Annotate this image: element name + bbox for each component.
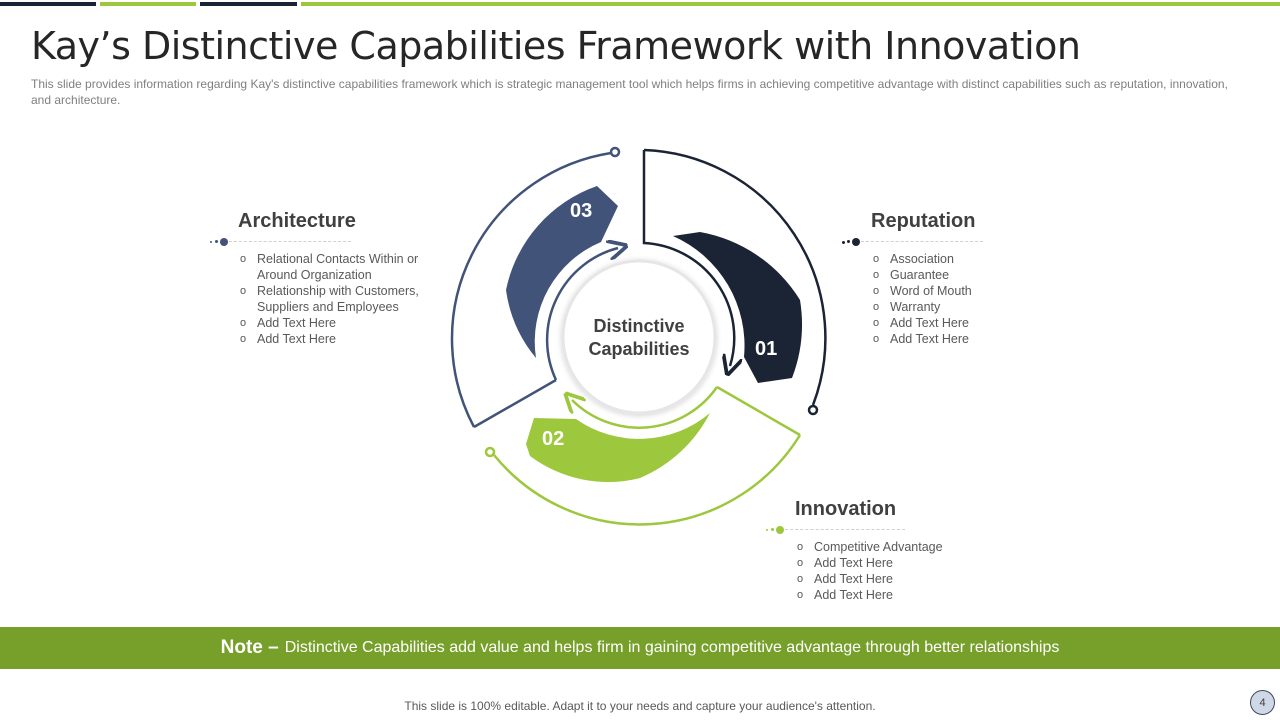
reputation-item: Association [871,251,1002,267]
innovation-list: Competitive Advantage Add Text Here Add … [795,539,966,603]
architecture-item: Add Text Here [238,315,440,331]
page-number-badge: 4 [1250,690,1275,715]
note-label: Note – [220,637,279,658]
segment-02-outline [484,385,802,526]
segment-01-number: 01 [755,338,778,360]
segment-03-outline [450,146,619,429]
reputation-connector [842,237,1002,247]
segment-03-number: 03 [570,200,593,222]
reputation-item: Guarantee [871,267,1002,283]
center-label-line2: Capabilities [588,339,690,359]
center-label-line1: Distinctive [593,316,685,336]
reputation-item: Word of Mouth [871,283,1002,299]
center-circle [561,259,717,415]
innovation-item: Competitive Advantage [795,539,966,555]
reputation-list: Association Guarantee Word of Mouth Warr… [871,251,1002,347]
innovation-bullet-dot-icon [776,526,784,534]
innovation-title: Innovation [795,498,897,520]
innovation-item: Add Text Here [795,555,966,571]
reputation-item: Add Text Here [871,331,1002,347]
top-accent-bar-3 [200,2,297,6]
page-title: Kay’s Distinctive Capabilities Framework… [31,24,1081,68]
note-text: Distinctive Capabilities add value and h… [284,639,1060,656]
page-subtitle: This slide provides information regardin… [31,77,1228,107]
architecture-item: Relationship with Customers, Suppliers a… [238,283,440,315]
architecture-bullet-dot-icon [220,238,228,246]
innovation-item: Add Text Here [795,587,966,603]
segment-01-outline [642,148,827,416]
architecture-connector [210,237,440,247]
reputation-title: Reputation [871,210,976,232]
segment-02-number: 02 [542,428,565,450]
center-label: Distinctive Capabilities [563,315,715,361]
footer-text: This slide is 100% editable. Adapt it to… [404,699,876,713]
innovation-block: Innovation Competitive Advantage Add Tex… [766,498,966,603]
segment-03-shape [506,186,618,358]
architecture-list: Relational Contacts Within or Around Org… [238,251,440,347]
reputation-bullet-dot-icon [852,238,860,246]
segment-02-shape [526,413,710,482]
innovation-connector [766,525,966,535]
reputation-block: Reputation Association Guarantee Word of… [842,210,1002,347]
architecture-item: Relational Contacts Within or Around Org… [238,251,440,283]
top-accent-bar-2 [100,2,196,6]
architecture-title: Architecture [238,210,356,232]
top-accent-bar-1 [0,2,96,6]
segment-01-shape [673,232,802,383]
note-bar: Note – Distinctive Capabilities add valu… [0,627,1280,669]
top-accent-bar-4 [301,2,1280,6]
architecture-block: Architecture Relational Contacts Within … [210,210,440,347]
reputation-item: Add Text Here [871,315,1002,331]
reputation-item: Warranty [871,299,1002,315]
innovation-item: Add Text Here [795,571,966,587]
architecture-item: Add Text Here [238,331,440,347]
